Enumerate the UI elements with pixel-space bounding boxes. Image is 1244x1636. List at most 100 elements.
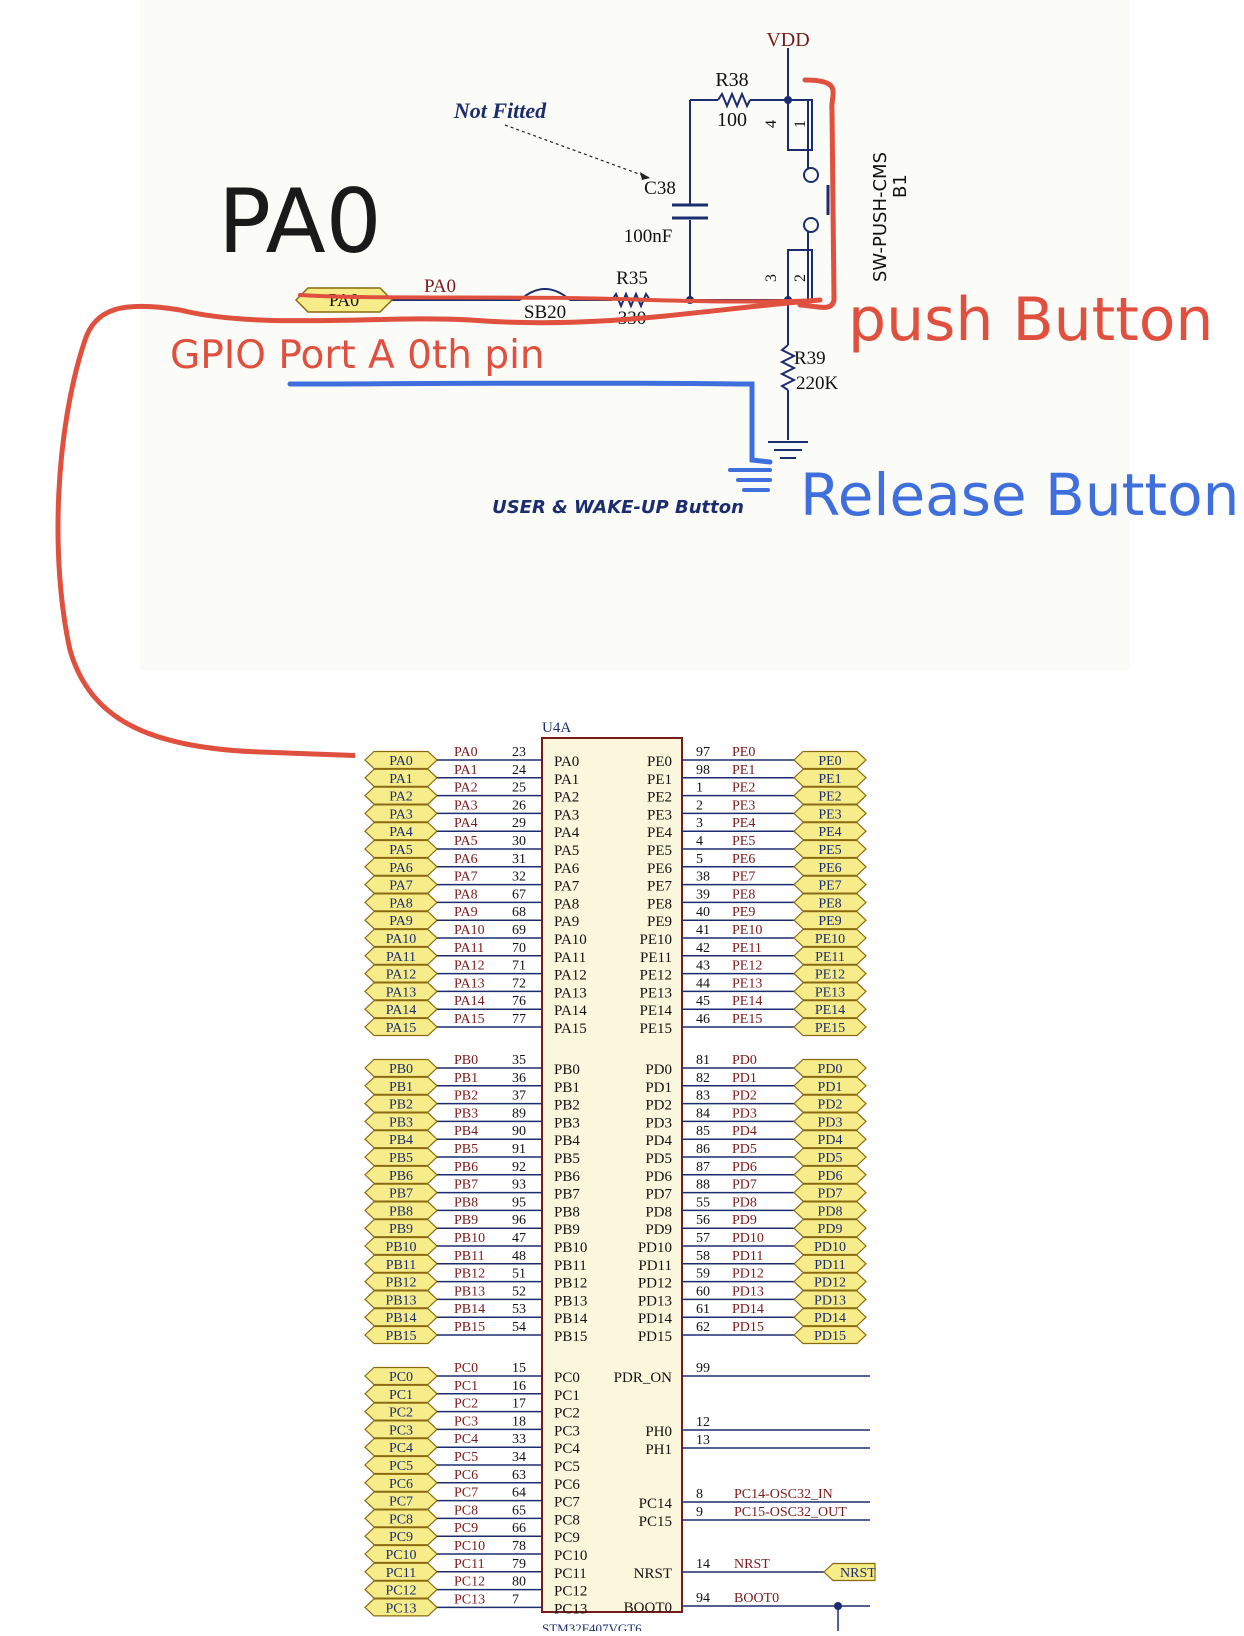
left-num-pa4: 29 — [512, 816, 526, 831]
left-net-pa0: PA0 — [454, 745, 478, 760]
right-net-pe15: PE15 — [732, 1012, 762, 1027]
right-pd2-port — [793, 1094, 867, 1113]
right-pe15-port — [793, 1017, 867, 1037]
left-pa15-port-label: PA15 — [386, 1021, 417, 1036]
left-num-pc4: 33 — [512, 1432, 526, 1447]
left-pc5-port-label: PC5 — [389, 1459, 413, 1474]
right-net-pe13: PE13 — [732, 976, 762, 991]
left-pc7-port-label: PC7 — [389, 1495, 413, 1510]
right-num-pd8: 55 — [696, 1195, 710, 1210]
right-net-pd1: PD1 — [732, 1071, 757, 1086]
gpio-annotation: GPIO Port A 0th pin — [170, 333, 545, 378]
left-net-pb15: PB15 — [454, 1320, 485, 1335]
right-pd7-port-label: PD7 — [818, 1187, 843, 1202]
left-net-pc10: PC10 — [454, 1539, 485, 1554]
left-net-pb0: PB0 — [454, 1053, 478, 1068]
right-pin-ph0: PH0 — [645, 1424, 672, 1440]
left-pin-pc5: PC5 — [554, 1459, 580, 1475]
left-pin-pb0: PB0 — [554, 1062, 580, 1078]
right-num-pe0: 97 — [696, 745, 710, 760]
left-pb3-port-label: PB3 — [389, 1115, 413, 1130]
right-pin-pe2: PE2 — [647, 790, 672, 806]
right-net-pd2: PD2 — [732, 1089, 757, 1104]
right-pin-pd13: PD13 — [638, 1293, 672, 1309]
left-net-pa15: PA15 — [454, 1012, 485, 1027]
right-pd14-port-label: PD14 — [814, 1311, 846, 1326]
right-pin-pd3: PD3 — [645, 1115, 672, 1131]
right-pin-pe15: PE15 — [639, 1021, 672, 1037]
left-pin-pc11: PC11 — [554, 1566, 587, 1582]
right-net-pd9: PD9 — [732, 1213, 757, 1228]
right-pin-pe9: PE9 — [647, 914, 672, 930]
left-num-pb5: 91 — [512, 1142, 526, 1157]
right-num-nrst: 14 — [696, 1557, 710, 1572]
left-pin-pb14: PB14 — [554, 1311, 588, 1327]
right-pe11-port — [793, 946, 867, 965]
right-net-pd14: PD14 — [732, 1302, 764, 1317]
right-pd0-port-label: PD0 — [818, 1062, 843, 1077]
right-net-pe14: PE14 — [732, 994, 762, 1009]
left-num-pb8: 95 — [512, 1195, 526, 1210]
right-num-pd9: 56 — [696, 1213, 710, 1228]
right-pin-ph1: PH1 — [645, 1442, 672, 1458]
left-pb13-port-label: PB13 — [385, 1293, 416, 1308]
left-pin-pa14: PA14 — [554, 1003, 587, 1019]
pa0-net-label: PA0 — [424, 276, 456, 297]
right-pe2-port-label: PE2 — [818, 790, 841, 805]
switch-pin-3: 3 — [763, 274, 780, 282]
left-pb6-port-label: PB6 — [389, 1169, 413, 1184]
left-net-pc12: PC12 — [454, 1575, 485, 1590]
right-pin-pd1: PD1 — [645, 1080, 672, 1096]
left-pin-pa8: PA8 — [554, 896, 579, 912]
right-pe7-port — [793, 875, 867, 894]
right-pe0-port — [793, 750, 867, 770]
left-num-pa7: 32 — [512, 870, 526, 885]
left-num-pa10: 69 — [512, 923, 526, 938]
vdd-label: VDD — [766, 29, 809, 51]
ground-icon — [768, 441, 808, 459]
left-num-pb0: 35 — [512, 1053, 526, 1068]
r39-ref-label: R39 — [794, 348, 826, 369]
right-num-pe14: 45 — [696, 994, 710, 1009]
right-num-pd12: 59 — [696, 1267, 710, 1282]
left-num-pb4: 90 — [512, 1124, 526, 1139]
r39-resistor — [779, 344, 797, 391]
left-pc12-port-label: PC12 — [385, 1584, 416, 1599]
right-net-boot0: BOOT0 — [734, 1591, 779, 1606]
right-pd9-port-label: PD9 — [818, 1222, 843, 1237]
left-net-pb8: PB8 — [454, 1195, 478, 1210]
c38-value-label: 100nF — [624, 226, 673, 247]
left-net-pc0: PC0 — [454, 1361, 478, 1376]
left-pa12-port-label: PA12 — [386, 968, 417, 983]
right-pin-pe4: PE4 — [647, 825, 673, 841]
left-net-pc13: PC13 — [454, 1592, 485, 1607]
right-net-pd0: PD0 — [732, 1053, 757, 1068]
right-pin-pd9: PD9 — [645, 1222, 672, 1238]
switch-pin-1: 1 — [792, 120, 809, 128]
left-num-pa12: 71 — [512, 959, 526, 974]
right-num-pe3: 2 — [696, 798, 703, 813]
left-pc4-port-label: PC4 — [389, 1441, 413, 1456]
left-pb2-port-label: PB2 — [389, 1098, 413, 1113]
right-net-pd4: PD4 — [732, 1124, 757, 1139]
left-num-pc6: 63 — [512, 1468, 526, 1483]
top-schematic-panel — [140, 0, 1130, 670]
right-pe2-port — [793, 786, 867, 805]
left-num-pa8: 67 — [512, 887, 526, 902]
left-net-pa6: PA6 — [454, 852, 478, 867]
left-num-pa5: 30 — [512, 834, 526, 849]
left-num-pc3: 18 — [512, 1414, 526, 1429]
right-pd9-port — [793, 1219, 867, 1238]
left-pa2-port-label: PA2 — [389, 790, 413, 805]
left-pin-pc10: PC10 — [554, 1548, 587, 1564]
left-pc9-port-label: PC9 — [389, 1530, 413, 1545]
right-pe8-port-label: PE8 — [818, 896, 841, 911]
left-pa6-port-label: PA6 — [389, 861, 413, 876]
left-pb7-port-label: PB7 — [389, 1187, 413, 1202]
left-pin-pa12: PA12 — [554, 968, 587, 984]
right-num-ph1: 13 — [696, 1433, 710, 1448]
right-net-pc14: PC14-OSC32_IN — [734, 1487, 833, 1502]
right-pin-pd10: PD10 — [638, 1240, 672, 1256]
left-pin-pb7: PB7 — [554, 1187, 580, 1203]
